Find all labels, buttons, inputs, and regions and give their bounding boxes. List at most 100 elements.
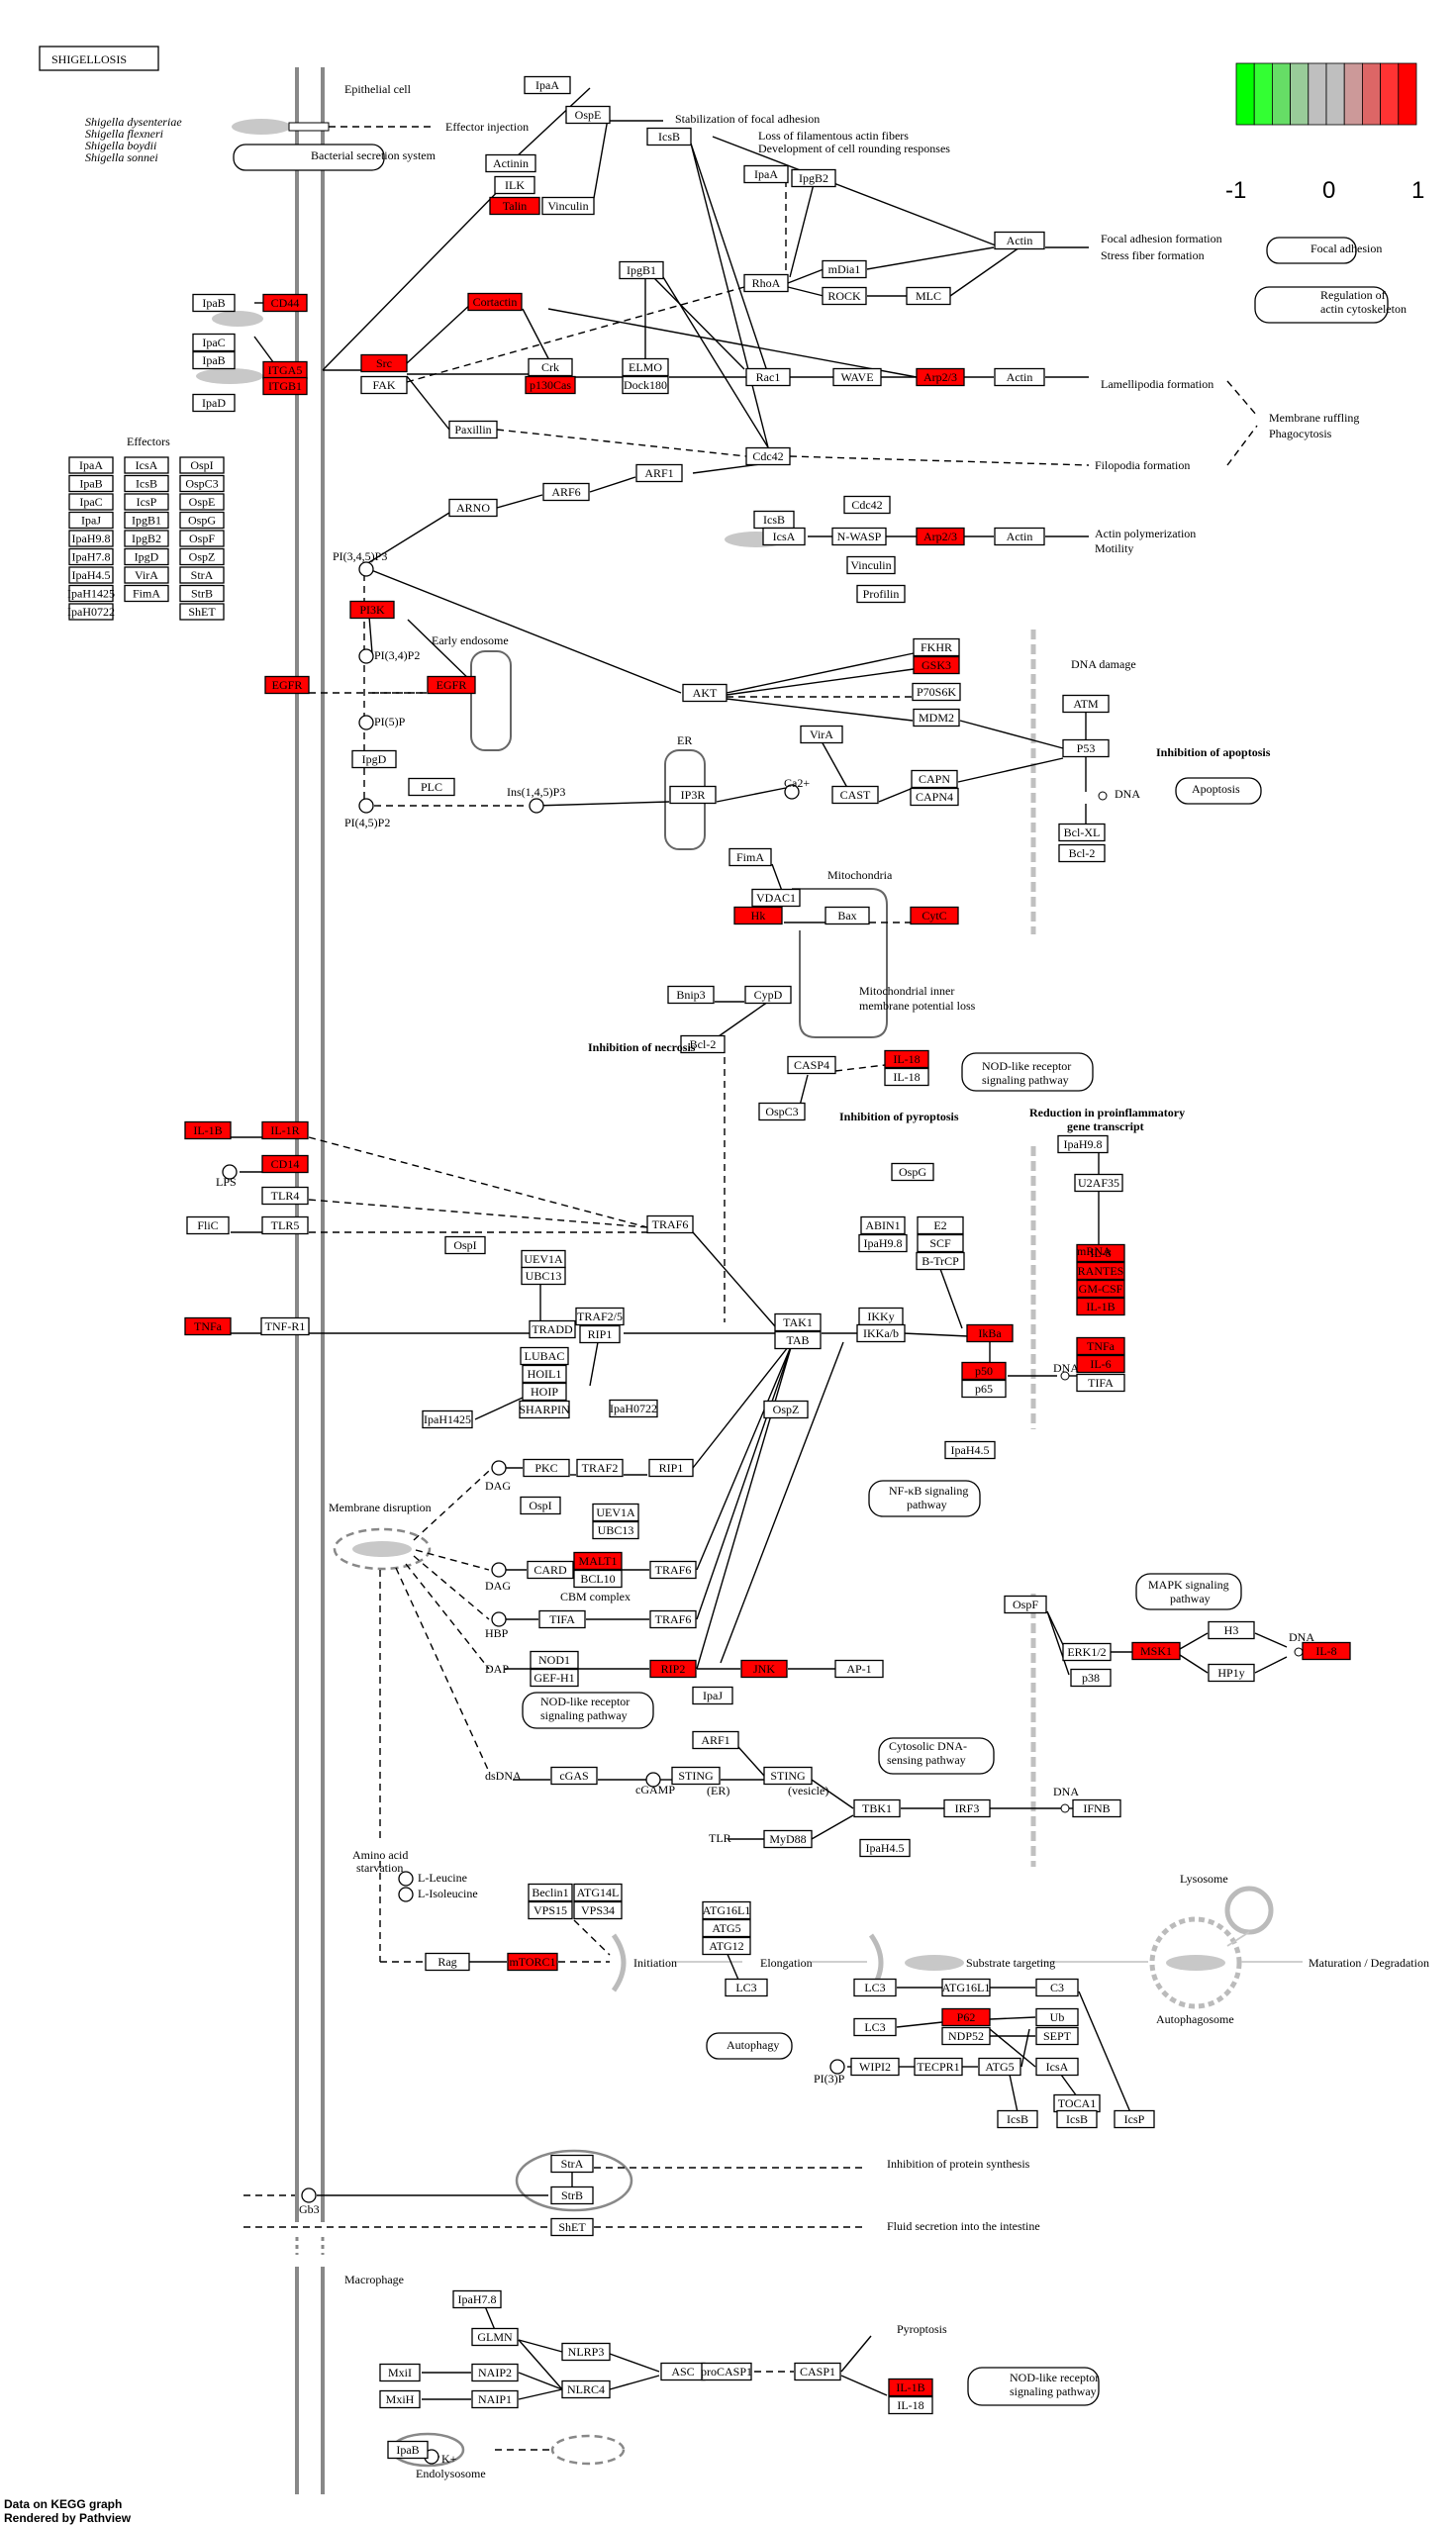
gene-node-uev1a[interactable]: UEV1A	[521, 1249, 566, 1269]
gene-node-icsb[interactable]: IcsB	[753, 510, 795, 530]
effector-ipaa[interactable]: IpaA	[68, 456, 114, 474]
gene-node-ipab[interactable]: IpaB	[192, 293, 236, 313]
gene-node-atg16l1[interactable]: ATG16L1	[941, 1978, 991, 1997]
gene-node-hoil1[interactable]: HOIL1	[522, 1364, 567, 1384]
gene-node-ospg[interactable]: OspG	[891, 1162, 934, 1182]
gene-node-ipah9-8[interactable]: IpaH9.8	[1057, 1134, 1109, 1154]
gene-node-capn[interactable]: CAPN	[911, 769, 958, 789]
gene-node-icsb[interactable]: IcsB	[997, 2109, 1038, 2129]
gene-node-ubc13[interactable]: UBC13	[592, 1520, 639, 1540]
gene-node-rhoa[interactable]: RhoA	[743, 273, 789, 293]
gene-node-card[interactable]: CARD	[527, 1560, 574, 1580]
gene-node-bcl10[interactable]: BCL10	[573, 1569, 623, 1589]
gene-node-traf6[interactable]: TRAF6	[649, 1560, 697, 1580]
gene-node-il-1b[interactable]: IL-1B	[184, 1120, 232, 1140]
gene-node-abin1[interactable]: ABIN1	[860, 1215, 906, 1235]
gene-node-shet[interactable]: ShET	[550, 2217, 594, 2237]
gene-node-crk[interactable]: Crk	[528, 357, 573, 377]
gene-node-tab[interactable]: TAB	[774, 1330, 822, 1350]
gene-node-atg5[interactable]: ATG5	[978, 2057, 1021, 2077]
effector-ipac[interactable]: IpaC	[68, 493, 114, 511]
gene-node-h3[interactable]: H3	[1208, 1620, 1255, 1640]
gene-node-arf1[interactable]: ARF1	[635, 463, 683, 483]
gene-node-itgb1[interactable]: ITGB1	[262, 376, 308, 396]
gene-node-rip2[interactable]: RIP2	[649, 1659, 697, 1679]
gene-node-cd14[interactable]: CD14	[261, 1154, 309, 1174]
gene-node-ipgb1[interactable]: IpgB1	[619, 260, 664, 280]
gene-node-n-wasp[interactable]: N-WASP	[831, 527, 887, 546]
gene-node-profilin[interactable]: Profilin	[856, 584, 906, 604]
gene-node-sting[interactable]: STING	[763, 1766, 813, 1786]
gene-node-tifa[interactable]: TIFA	[538, 1609, 586, 1629]
gene-node-ospe[interactable]: OspE	[565, 105, 611, 125]
gene-node-lubac[interactable]: LUBAC	[520, 1346, 569, 1366]
gene-node-cypd[interactable]: CypD	[744, 985, 792, 1005]
gene-node-e2[interactable]: E2	[917, 1215, 964, 1235]
gene-node-uev1a[interactable]: UEV1A	[592, 1503, 639, 1522]
gene-node-hk[interactable]: Hk	[733, 906, 783, 925]
gene-node-paxillin[interactable]: Paxillin	[448, 420, 498, 439]
gene-node-ilk[interactable]: ILK	[494, 175, 535, 195]
effector-ipab[interactable]: IpaB	[68, 474, 114, 493]
gene-node-vira[interactable]: VirA	[800, 725, 843, 744]
effector-shet[interactable]: ShET	[179, 603, 225, 621]
gene-node-naip1[interactable]: NAIP1	[471, 2389, 519, 2409]
gene-node-rip1[interactable]: RIP1	[648, 1458, 694, 1478]
gene-node-p38[interactable]: p38	[1070, 1668, 1112, 1688]
gene-node-beclin1[interactable]: Beclin1	[528, 1883, 573, 1902]
gene-node-gm-csf[interactable]: GM-CSF	[1076, 1279, 1125, 1299]
gene-node-nlrc4[interactable]: NLRC4	[561, 2379, 611, 2399]
gene-node-bnip3[interactable]: Bnip3	[667, 985, 715, 1005]
gene-node-nod1[interactable]: NOD1	[530, 1650, 579, 1670]
gene-node-dock180[interactable]: Dock180	[622, 375, 669, 395]
gene-node-ipab[interactable]: IpaB	[192, 350, 236, 370]
gene-node-ipab[interactable]: IpaB	[387, 2440, 429, 2460]
gene-node-lc3[interactable]: LC3	[725, 1978, 768, 1997]
gene-node-c3[interactable]: C3	[1035, 1978, 1079, 1997]
gene-node-cdc42[interactable]: Cdc42	[745, 446, 791, 466]
gene-node-il-18[interactable]: IL-18	[888, 2395, 933, 2415]
gene-node-arf6[interactable]: ARF6	[542, 482, 590, 502]
gene-node-ospi[interactable]: OspI	[444, 1235, 486, 1255]
gene-node-ip3r[interactable]: IP3R	[669, 785, 717, 805]
gene-node-p62[interactable]: P62	[941, 2007, 991, 2027]
gene-node-asc[interactable]: ASC	[660, 2362, 706, 2381]
gene-node-rac1[interactable]: Rac1	[745, 367, 791, 387]
effector-stra[interactable]: StrA	[179, 566, 225, 584]
gene-node-arno[interactable]: ARNO	[448, 498, 498, 518]
gene-node-tak1[interactable]: TAK1	[774, 1312, 822, 1332]
gene-node-mdia1[interactable]: mDia1	[822, 259, 867, 279]
gene-node-flic[interactable]: FliC	[186, 1215, 230, 1235]
gene-node-tecpr1[interactable]: TECPR1	[914, 2057, 963, 2077]
gene-node-jnk[interactable]: JNK	[740, 1659, 788, 1679]
gene-node-arf1[interactable]: ARF1	[692, 1730, 739, 1750]
gene-node-actin[interactable]: Actin	[994, 367, 1045, 387]
effector-ipah0722[interactable]: IpaH0722	[67, 603, 115, 621]
gene-node-src[interactable]: Src	[360, 353, 408, 373]
gene-node-naip2[interactable]: NAIP2	[471, 2363, 519, 2382]
gene-node-ifnb[interactable]: IFNB	[1072, 1798, 1121, 1818]
gene-node-ipgb2[interactable]: IpgB2	[791, 168, 836, 188]
gene-node-il-6[interactable]: IL-6	[1076, 1354, 1125, 1374]
gene-node-sharpin[interactable]: SHARPIN	[519, 1400, 570, 1419]
gene-node-il-18[interactable]: IL-18	[884, 1049, 929, 1069]
gene-node-lc3[interactable]: LC3	[853, 1978, 897, 1997]
gene-node-cortactin[interactable]: Cortactin	[467, 292, 523, 312]
gene-node-icsp[interactable]: IcsP	[1114, 2109, 1155, 2129]
gene-node-gsk3[interactable]: GSK3	[913, 655, 960, 675]
gene-node-bcl-2[interactable]: Bcl-2	[1058, 843, 1106, 863]
gene-node-ikka-b[interactable]: IKKa/b	[856, 1323, 906, 1343]
gene-node-malt1[interactable]: MALT1	[573, 1551, 623, 1571]
gene-node-strb[interactable]: StrB	[550, 2185, 594, 2205]
gene-node-actin[interactable]: Actin	[994, 231, 1045, 250]
effector-ipah4-5[interactable]: IpaH4.5	[68, 566, 114, 584]
gene-node-tradd[interactable]: TRADD	[529, 1319, 576, 1339]
gene-node-il-18[interactable]: IL-18	[884, 1067, 929, 1087]
gene-node-il-1b[interactable]: IL-1B	[888, 2378, 933, 2397]
gene-node-fak[interactable]: FAK	[360, 375, 408, 395]
gene-node-cdc42[interactable]: Cdc42	[843, 495, 891, 515]
gene-node-ipah4-5[interactable]: IpaH4.5	[859, 1838, 911, 1858]
gene-node-traf6[interactable]: TRAF6	[649, 1609, 697, 1629]
gene-node-vinculin[interactable]: Vinculin	[541, 196, 595, 216]
gene-node-p70s6k[interactable]: P70S6K	[912, 682, 961, 702]
